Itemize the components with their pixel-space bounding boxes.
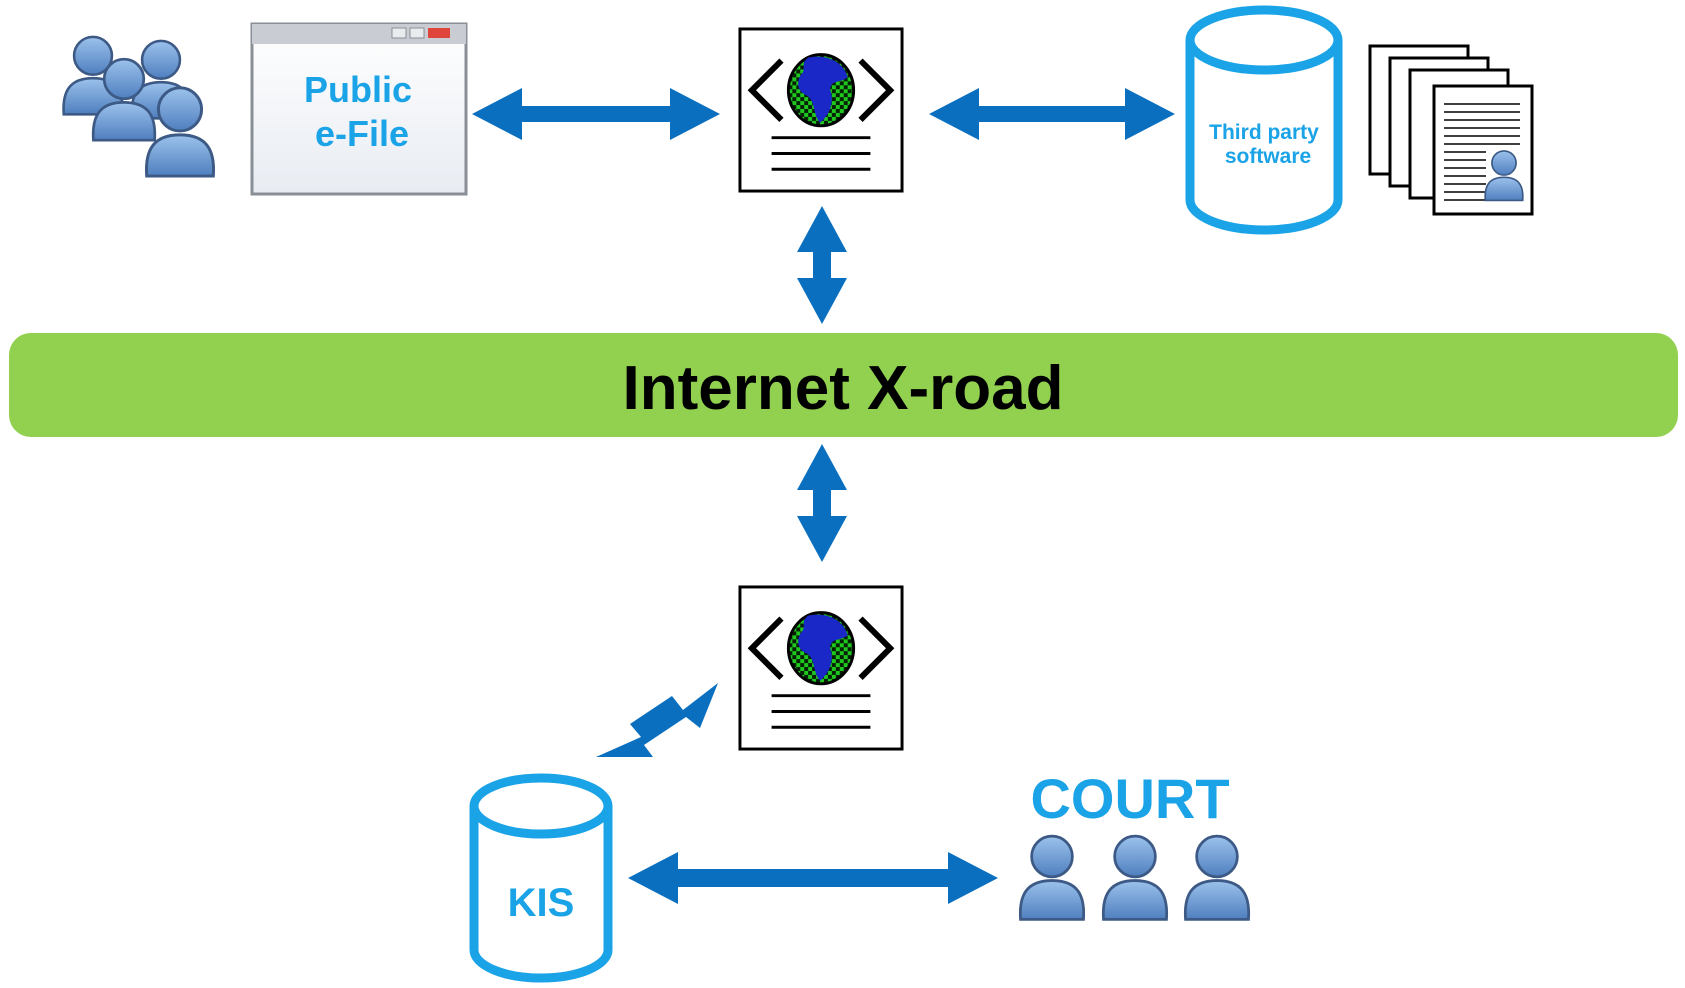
web-service-bottom[interactable] bbox=[740, 587, 902, 749]
third-party-database[interactable]: Third party software bbox=[1185, 5, 1343, 235]
arrow-webservice-xroad bbox=[797, 206, 847, 324]
arrow-efile-webservice bbox=[472, 88, 720, 140]
database-icon bbox=[1185, 5, 1343, 235]
xroad-label: Internet X-road bbox=[623, 354, 1064, 423]
arrow-webservice-kis bbox=[596, 683, 718, 757]
arrow-webservice-thirdparty bbox=[929, 88, 1175, 140]
documents-icon bbox=[1368, 44, 1534, 216]
kis-database[interactable]: KIS bbox=[469, 773, 613, 983]
arrow-xroad-webservice bbox=[797, 444, 847, 562]
internet-xroad-bar: Internet X-road bbox=[9, 333, 1678, 437]
web-service-icon bbox=[740, 29, 902, 191]
database-icon bbox=[469, 773, 613, 983]
browser-window-icon bbox=[250, 22, 468, 196]
public-efile-label-line1: Public bbox=[304, 69, 412, 110]
users-group-icon bbox=[62, 35, 216, 178]
third-party-label-line1: Third party bbox=[1209, 121, 1319, 144]
court-group[interactable]: COURT bbox=[1018, 767, 1251, 921]
court-label: COURT bbox=[1030, 767, 1229, 830]
arrow-kis-court bbox=[628, 852, 998, 904]
web-service-top[interactable] bbox=[740, 29, 902, 191]
web-service-icon bbox=[740, 587, 902, 749]
kis-label: KIS bbox=[508, 881, 575, 925]
public-efile-label-line2: e-File bbox=[315, 113, 409, 154]
court-users-icon bbox=[1018, 834, 1251, 921]
public-efile-window[interactable]: Public e-File bbox=[250, 22, 468, 196]
third-party-label-line2: software bbox=[1225, 145, 1311, 168]
